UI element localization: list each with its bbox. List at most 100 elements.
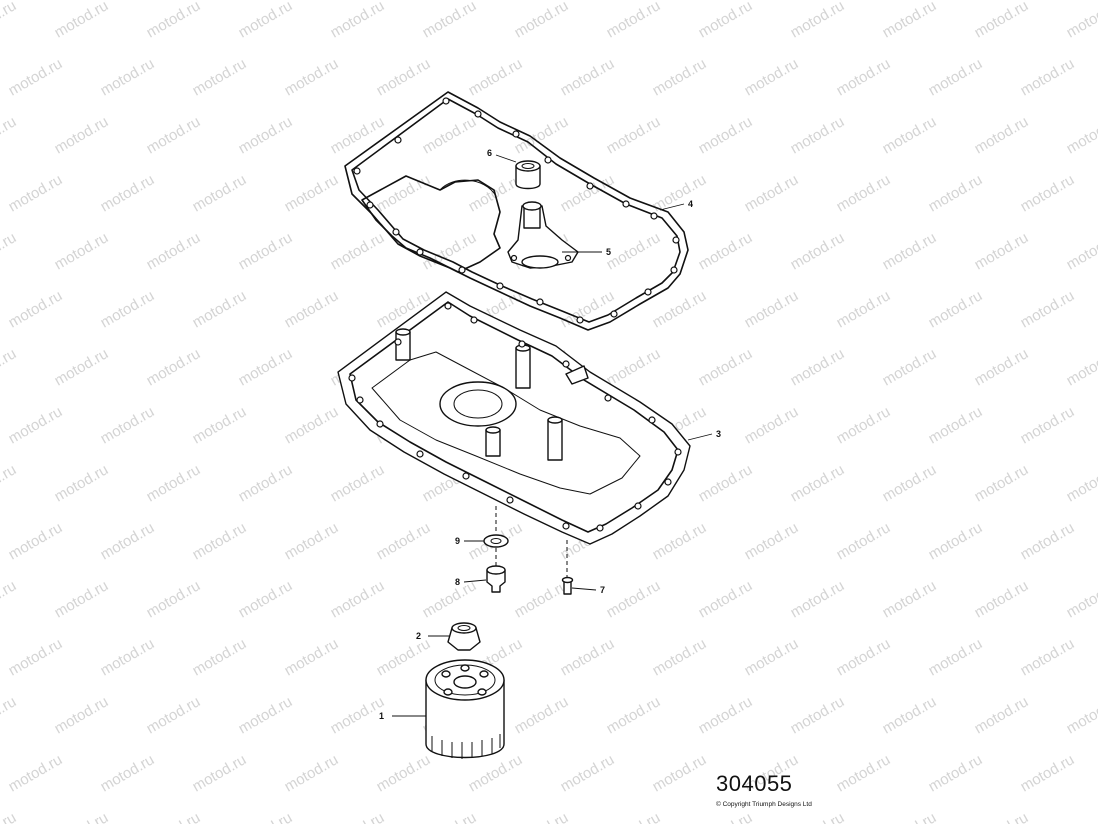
bolt-hole	[463, 473, 469, 479]
watermark-text: motod.ru	[834, 751, 894, 795]
watermark-text: motod.ru	[52, 693, 112, 737]
watermark-text: motod.ru	[512, 0, 572, 41]
bolt-hole	[349, 375, 355, 381]
watermark-text: motod.ru	[52, 0, 112, 41]
watermark-text: motod.ru	[1018, 403, 1078, 447]
watermark-text: motod.ru	[52, 461, 112, 505]
watermark-text: motod.ru	[190, 403, 250, 447]
watermark-text: motod.ru	[190, 55, 250, 99]
watermark-text: motod.ru	[696, 693, 756, 737]
watermark-text: motod.ru	[972, 113, 1032, 157]
bolt-hole	[497, 283, 503, 289]
watermark-text: motod.ru	[1018, 751, 1078, 795]
watermark-text: motod.ru	[374, 55, 434, 99]
watermark-text: motod.ru	[512, 113, 572, 157]
watermark-text: motod.ru	[604, 0, 664, 41]
watermark-text: motod.ru	[742, 519, 802, 563]
watermark-text: motod.ru	[420, 113, 480, 157]
watermark-text: motod.ru	[1064, 345, 1098, 389]
callout-7: 7	[600, 585, 605, 595]
watermark-text: motod.ru	[742, 55, 802, 99]
callout-1: 1	[379, 711, 384, 721]
filter-adapter-part	[448, 623, 480, 650]
bolt-hole	[475, 111, 481, 117]
oil-plug-part	[516, 161, 540, 189]
watermark-text: motod.ru	[190, 751, 250, 795]
watermark-text: motod.ru	[328, 461, 388, 505]
watermark-text: motod.ru	[420, 0, 480, 41]
watermark-text: motod.ru	[236, 229, 296, 273]
callout-8: 8	[455, 577, 460, 587]
callout-6: 6	[487, 148, 492, 158]
bolt-hole	[377, 421, 383, 427]
diagram-reference-number: 304055	[716, 771, 792, 797]
watermark-text: motod.ru	[144, 0, 204, 41]
callout-3: 3	[716, 429, 721, 439]
watermark-text: motod.ru	[604, 345, 664, 389]
callout-2: 2	[416, 631, 421, 641]
watermark-text: motod.ru	[282, 519, 342, 563]
watermark-text: motod.ru	[696, 809, 756, 824]
watermark-text: motod.ru	[604, 577, 664, 621]
watermark-text: motod.ru	[880, 809, 940, 824]
watermark-text: motod.ru	[0, 345, 19, 389]
bolt-hole	[671, 267, 677, 273]
watermark-text: motod.ru	[972, 0, 1032, 41]
watermark-text: motod.ru	[880, 693, 940, 737]
watermark-text: motod.ru	[788, 461, 848, 505]
bolt-hole	[673, 237, 679, 243]
watermark-text: motod.ru	[788, 809, 848, 824]
bolt-hole	[675, 449, 681, 455]
watermark-text: motod.ru	[880, 0, 940, 41]
watermark-text: motod.ru	[52, 809, 112, 824]
bolt-hole	[393, 229, 399, 235]
watermark-text: motod.ru	[190, 287, 250, 331]
watermark-text: motod.ru	[742, 635, 802, 679]
watermark-text: motod.ru	[0, 0, 19, 41]
watermark-text: motod.ru	[282, 171, 342, 215]
watermark-text: motod.ru	[880, 345, 940, 389]
watermark-text: motod.ru	[282, 287, 342, 331]
watermark-text: motod.ru	[236, 0, 296, 41]
watermark-text: motod.ru	[558, 287, 618, 331]
bolt-hole	[367, 202, 373, 208]
bolt-hole	[635, 503, 641, 509]
watermark-text: motod.ru	[144, 577, 204, 621]
bolt-hole	[507, 497, 513, 503]
bolt-hole	[537, 299, 543, 305]
watermark-text: motod.ru	[696, 461, 756, 505]
callout-4: 4	[688, 199, 693, 209]
watermark-text: motod.ru	[558, 635, 618, 679]
bolt-hole	[597, 525, 603, 531]
watermark-text: motod.ru	[98, 287, 158, 331]
bolt-hole	[563, 523, 569, 529]
watermark-text: motod.ru	[650, 635, 710, 679]
washer-part	[484, 535, 508, 547]
watermark-text: motod.ru	[834, 287, 894, 331]
watermark-text: motod.ru	[972, 809, 1032, 824]
watermark-text: motod.ru	[696, 229, 756, 273]
bolt-hole	[417, 451, 423, 457]
watermark-text: motod.ru	[1064, 577, 1098, 621]
bolt-hole	[459, 267, 465, 273]
watermark-text: motod.ru	[144, 345, 204, 389]
watermark-text: motod.ru	[1064, 809, 1098, 824]
watermark-text: motod.ru	[604, 693, 664, 737]
watermark-text: motod.ru	[374, 519, 434, 563]
watermark-text: motod.ru	[1064, 229, 1098, 273]
watermark-text: motod.ru	[1018, 55, 1078, 99]
watermark-text: motod.ru	[604, 113, 664, 157]
watermark-text: motod.ru	[236, 577, 296, 621]
watermark-text: motod.ru	[1018, 519, 1078, 563]
watermark-text: motod.ru	[6, 635, 66, 679]
watermark-text: motod.ru	[328, 229, 388, 273]
callout-5: 5	[606, 247, 611, 257]
watermark-text: motod.ru	[328, 577, 388, 621]
watermark-text: motod.ru	[972, 693, 1032, 737]
watermark-text: motod.ru	[6, 519, 66, 563]
watermark-text: motod.ru	[742, 171, 802, 215]
watermark-text: motod.ru	[926, 635, 986, 679]
bolt-hole	[545, 157, 551, 163]
watermark-text: motod.ru	[650, 751, 710, 795]
